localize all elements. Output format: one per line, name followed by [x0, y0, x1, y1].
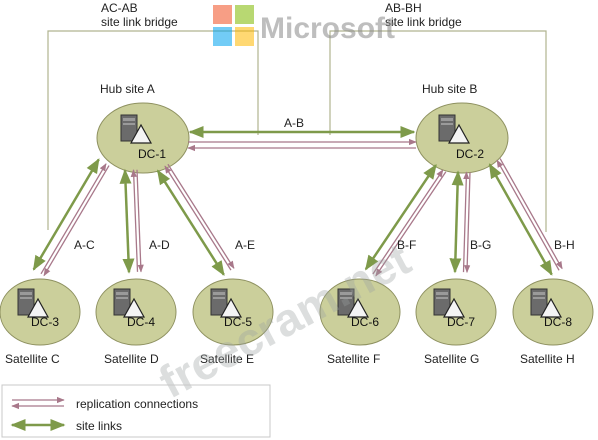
dc-8-server-icon: [530, 288, 563, 318]
dc-1-label: DC-1: [138, 147, 166, 161]
link-b-h-label: B-H: [554, 238, 575, 252]
microsoft-logo-text: Microsoft: [260, 12, 395, 45]
bridge-ab-bh-subtitle: site link bridge: [385, 15, 462, 29]
spoke-link-a-d: [119, 168, 144, 274]
hub-link-a-b: [187, 126, 417, 152]
dc-8-label: DC-8: [544, 315, 572, 329]
bridge-ac-ab-title: AC-AB: [101, 1, 138, 15]
link-b-g-label: B-G: [470, 238, 491, 252]
dc-3-server-icon: [17, 288, 50, 318]
spoke-link-b-g: [449, 170, 471, 274]
link-a-c-label: A-C: [74, 238, 95, 252]
bridge-ac-ab: [47, 30, 259, 230]
bridge-ab-bh: [329, 30, 547, 232]
link-b-f-label: B-F: [397, 238, 416, 252]
bridge-ac-ab-subtitle: site link bridge: [101, 15, 178, 29]
dc-4-label: DC-4: [127, 315, 155, 329]
dc-5-label: DC-5: [224, 315, 252, 329]
spoke-link-b-h: [488, 158, 563, 276]
satellite-h-label: Satellite H: [520, 352, 575, 366]
satellite-d-label: Satellite D: [104, 352, 159, 366]
dc-3-label: DC-3: [31, 315, 59, 329]
bridge-ab-bh-title: AB-BH: [385, 1, 422, 15]
dc-6-label: DC-6: [351, 315, 379, 329]
spoke-link-b-f: [364, 163, 447, 277]
hub-b-label: Hub site B: [422, 82, 477, 96]
legend-replication-swatch: [11, 396, 65, 410]
legend-site-links-label: site links: [76, 419, 122, 433]
satellite-e-label: Satellite E: [200, 352, 254, 366]
spoke-link-a-e: [156, 163, 235, 276]
dc-4-server-icon: [113, 288, 146, 318]
link-a-d-label: A-D: [149, 238, 170, 252]
dc-6-server-icon: [337, 288, 370, 318]
dc-1-server-icon: [120, 114, 153, 144]
hub-a-label: Hub site A: [100, 82, 155, 96]
satellite-g-label: Satellite G: [424, 352, 479, 366]
hub-link-label: A-B: [284, 116, 304, 130]
dc-2-label: DC-2: [456, 147, 484, 161]
microsoft-logo: Microsoft: [213, 5, 395, 46]
dc-7-server-icon: [433, 288, 466, 318]
legend-replication-label: replication connections: [76, 397, 198, 411]
link-a-e-label: A-E: [235, 238, 255, 252]
dc-7-label: DC-7: [447, 315, 475, 329]
legend: replication connections site links: [1, 384, 271, 438]
satellite-c-label: Satellite C: [5, 352, 60, 366]
dc-2-server-icon: [438, 114, 471, 144]
spoke-link-a-c: [32, 158, 110, 277]
dc-5-server-icon: [210, 288, 243, 318]
satellite-f-label: Satellite F: [327, 352, 380, 366]
